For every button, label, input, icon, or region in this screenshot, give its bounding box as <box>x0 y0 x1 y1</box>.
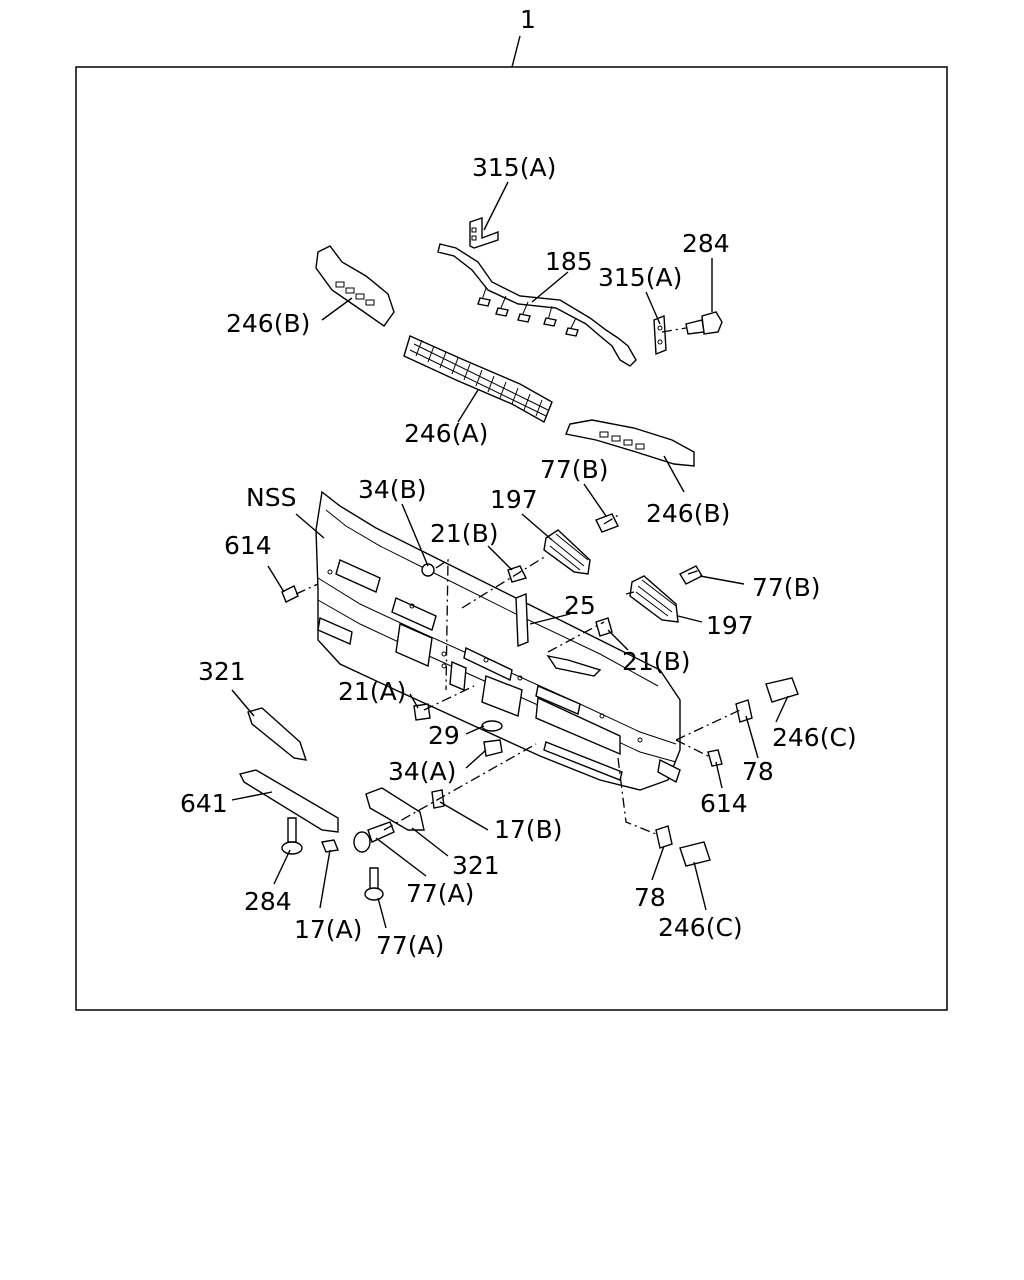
label-246c-bottom: 246(C) <box>658 913 743 942</box>
label-77b-top: 77(B) <box>540 455 608 484</box>
bolt-284-upper <box>685 311 723 335</box>
label-614-right: 614 <box>700 789 748 818</box>
label-284-bottom: 284 <box>244 887 292 916</box>
nut-34a <box>483 739 503 757</box>
bracket-321-upper <box>247 707 308 761</box>
label-25: 25 <box>564 591 596 620</box>
clip-246c-upper <box>765 677 799 703</box>
label-284-top: 284 <box>682 229 730 258</box>
bolt-77a-mid <box>353 821 395 853</box>
grille-197-lower <box>629 575 679 623</box>
screw-77b-right <box>679 565 703 585</box>
label-nss: NSS <box>246 483 296 512</box>
pin-614-right <box>707 749 723 767</box>
label-315a-right: 315(A) <box>598 263 682 292</box>
grille-246a <box>403 335 553 424</box>
label-77a-mid: 77(A) <box>406 879 474 908</box>
garnish-246b-right <box>565 419 695 467</box>
clip-78-upper <box>735 699 753 723</box>
bracket-321-lower <box>365 787 425 831</box>
bracket-315a-right <box>653 314 667 356</box>
label-641: 641 <box>180 789 228 818</box>
label-246c-top: 246(C) <box>772 723 857 752</box>
label-78-bottom: 78 <box>634 883 666 912</box>
label-185: 185 <box>545 247 593 276</box>
plate-641 <box>238 769 339 833</box>
label-197-right: 197 <box>706 611 754 640</box>
label-246b-left: 246(B) <box>226 309 310 338</box>
label-246b-right: 246(B) <box>646 499 730 528</box>
label-78-top: 78 <box>742 757 774 786</box>
grille-197-upper <box>543 529 591 575</box>
bolt-284-lower <box>281 817 303 855</box>
label-21a: 21(A) <box>338 677 406 706</box>
label-34a: 34(A) <box>388 757 456 786</box>
label-197-top: 197 <box>490 485 538 514</box>
label-614-left: 614 <box>224 531 272 560</box>
bracket-25 <box>515 592 529 648</box>
label-77b-right: 77(B) <box>752 573 820 602</box>
bolt-77a-bottom <box>364 867 384 901</box>
label-17b: 17(B) <box>494 815 562 844</box>
clip-246c-lower <box>679 841 711 867</box>
bumper-body <box>315 490 681 791</box>
assembly-lines <box>295 327 741 835</box>
part-labels: 315(A) 185 315(A) 284 246(B) 246(A) 246(… <box>180 153 857 960</box>
leader-lines <box>231 181 789 929</box>
diagram-frame <box>75 66 948 1011</box>
washer-29 <box>481 720 503 732</box>
label-321-bottom: 321 <box>452 851 500 880</box>
label-77a-bottom: 77(A) <box>376 931 444 960</box>
label-21b-left: 21(B) <box>430 519 498 548</box>
stay-185 <box>437 243 637 367</box>
pin-614-left <box>281 585 299 603</box>
clip-78-lower <box>655 825 673 849</box>
label-17a: 17(A) <box>294 915 362 944</box>
label-321-top: 321 <box>198 657 246 686</box>
clip-34b <box>421 563 435 577</box>
label-34b: 34(B) <box>358 475 426 504</box>
washer-17a <box>321 839 339 853</box>
assembly-number: 1 <box>520 5 536 34</box>
label-21b-right: 21(B) <box>622 647 690 676</box>
label-315a-top: 315(A) <box>472 153 556 182</box>
bracket-315a-upper <box>469 217 499 249</box>
label-246a: 246(A) <box>404 419 488 448</box>
clip-21b-right <box>595 617 613 637</box>
screw-77b-upper <box>595 513 619 533</box>
garnish-246b-left <box>315 245 395 327</box>
label-29: 29 <box>428 721 460 750</box>
